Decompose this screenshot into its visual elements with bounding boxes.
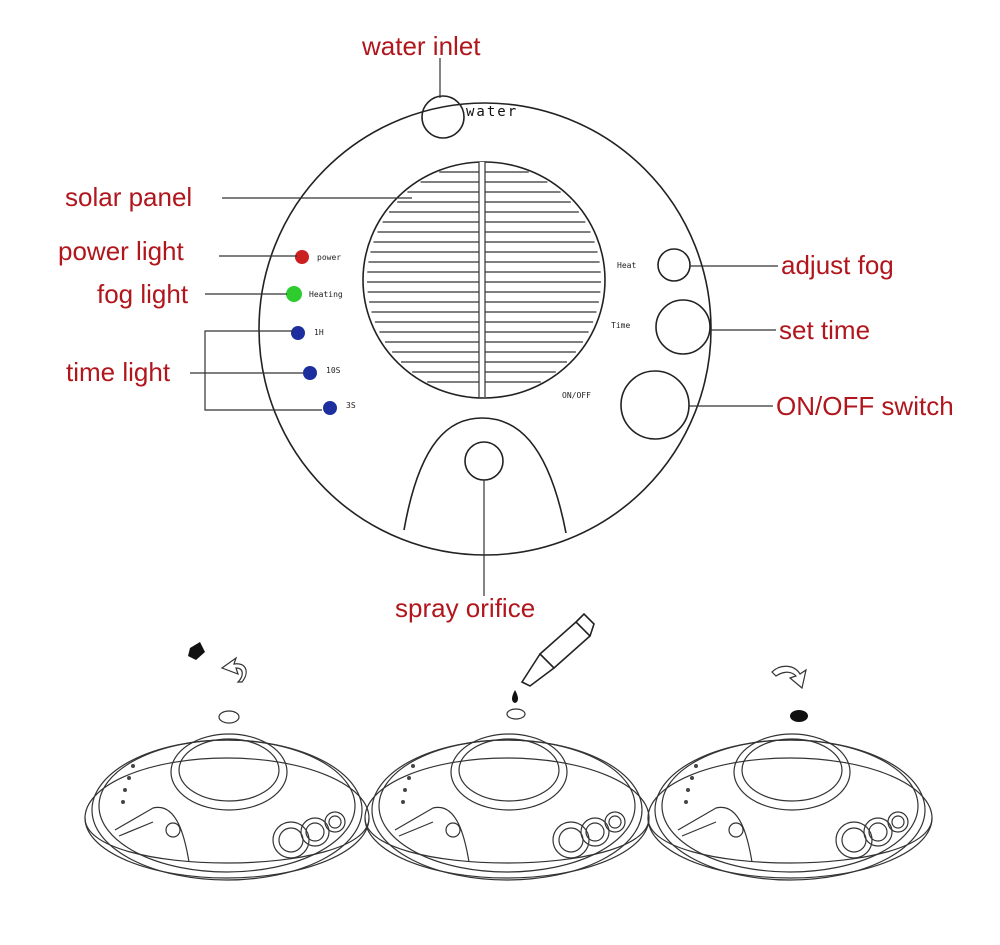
callout-on-off-switch: ON/OFF switch: [776, 391, 954, 421]
callout-set-time: set time: [779, 315, 870, 345]
on-off-button: [620, 370, 690, 440]
closed-cap-icon: [790, 710, 808, 722]
callout-time-light: time light: [66, 357, 171, 387]
spray-orifice: [464, 441, 504, 481]
counterclockwise-arrow-icon: [220, 656, 247, 683]
timer-10s-led: [303, 366, 317, 380]
heat-button-label: Heat: [617, 261, 636, 270]
device-body: [258, 102, 712, 556]
callout-power-light: power light: [58, 236, 185, 266]
power-led: [295, 250, 309, 264]
timer-3s-led: [323, 401, 337, 415]
water-inlet-port: [421, 95, 465, 139]
power-led-label: power: [317, 253, 341, 262]
callout-adjust-fog: adjust fog: [781, 250, 894, 280]
timer-1h-led: [291, 326, 305, 340]
callout-leaders: [190, 58, 778, 596]
dropper-bottle-icon: [520, 612, 595, 687]
water-inlet-open: [218, 710, 240, 724]
on-off-button-label: ON/OFF: [562, 391, 591, 400]
step-2-fill-water: [364, 612, 650, 881]
heating-led-label: Heating: [309, 290, 343, 299]
spray-housing: [403, 417, 567, 534]
water-label: water: [466, 104, 518, 120]
solar-panel: [362, 161, 606, 399]
time-light-leader: [190, 330, 322, 411]
timer-3s-label: 3S: [346, 401, 356, 410]
step-3-close-cap: [647, 665, 933, 881]
timer-1h-label: 1H: [314, 328, 324, 337]
callout-water-inlet: water inlet: [361, 31, 481, 61]
timer-10s-label: 10S: [326, 366, 341, 375]
callout-fog-light: fog light: [97, 279, 189, 309]
water-inlet-fill: [506, 708, 526, 720]
time-button-label: Time: [611, 321, 630, 330]
callout-solar-panel: solar panel: [65, 182, 192, 212]
heat-button: [657, 248, 691, 282]
removed-cap-icon: [188, 642, 205, 660]
fog-led: [286, 286, 302, 302]
clockwise-arrow-icon: [771, 665, 807, 690]
step-1-remove-cap: [84, 642, 370, 881]
time-button: [655, 299, 711, 355]
callout-spray-orifice: spray orifice: [395, 593, 535, 623]
water-drop-icon: [512, 690, 518, 703]
